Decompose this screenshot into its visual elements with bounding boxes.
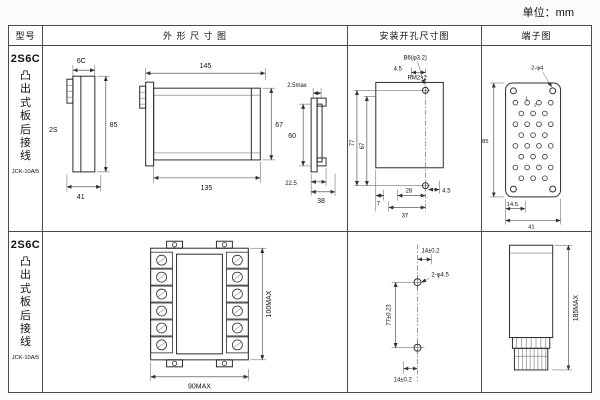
- dim-front-base: 41: [77, 194, 85, 201]
- terminal-body-outline: [509, 244, 554, 339]
- corner-hole: [549, 87, 557, 95]
- terminal-cell-row1: 2-φ4 1 2 85: [482, 46, 591, 232]
- ear-hole: [171, 360, 178, 366]
- header-outline: 外 形 尺 寸 图: [43, 26, 348, 46]
- dim-rear-height: 60: [288, 133, 296, 140]
- side-flange: [145, 81, 155, 167]
- dim-b2: 37: [402, 213, 409, 219]
- rear-rail: [316, 103, 323, 163]
- rear-plate: [310, 97, 318, 173]
- outline-drawing-row2: 100MAX 90MAX: [150, 240, 273, 391]
- relay-body-outline: [150, 247, 249, 361]
- dim-b1: 28: [406, 189, 413, 195]
- install-drawing-row1: 4.5 B6(φ3.2) RM2×2 77 67 7 28: [350, 56, 451, 220]
- front-body-outline: [72, 75, 96, 173]
- terminal-num-1: 1: [525, 96, 528, 102]
- mount-plate-outline: [375, 81, 444, 169]
- model-code: JCK-10A/5: [11, 354, 40, 361]
- dim-rear-gap: 2.5max: [287, 83, 307, 89]
- dim-t1: 14±0.2: [421, 248, 439, 254]
- relay-inner-window: [176, 253, 223, 355]
- dim-side-bottom: 135: [201, 185, 213, 192]
- hole-spec-label: 2-φ4.5: [431, 272, 449, 278]
- dim-rear-b1: 22.5: [285, 181, 297, 187]
- side-view: 145 135 67: [139, 63, 283, 192]
- install-cell-row2: 14±0.2 2-φ4.5 77±0.23 14±0.2: [348, 232, 482, 392]
- dim-terminal-b1: 14.5: [507, 202, 519, 208]
- ear-hole: [221, 360, 227, 366]
- side-body-outline: [153, 87, 261, 161]
- model-name: 2S6C: [10, 239, 41, 251]
- front-view: 6C 2S 85 41: [49, 58, 118, 201]
- screw-terminals-right: [225, 251, 249, 354]
- install-drawing-row2: 14±0.2 2-φ4.5 77±0.23 14±0.2: [387, 244, 449, 383]
- ear-hole: [171, 242, 178, 248]
- dim-height-max: 100MAX: [266, 290, 273, 317]
- dim-front-height: 85: [110, 122, 118, 129]
- terminal-drawing-row2: 185MAX: [509, 244, 580, 371]
- front-teeth: [66, 78, 74, 104]
- outline-cell-row2: 100MAX 90MAX: [43, 232, 348, 392]
- screw-terminals-left: [150, 251, 173, 354]
- dim-rear-b2: 38: [317, 198, 325, 205]
- dim-side-top: 145: [200, 63, 212, 70]
- dim-terminal-b2: 41: [528, 224, 535, 230]
- hole-spec-label: B6(φ3.2): [404, 56, 427, 62]
- terminal-cell-row2: 185MAX: [482, 232, 591, 392]
- dim-v1: 77±0.23: [387, 304, 393, 326]
- terminal-num-2: 2: [534, 103, 537, 109]
- dim-v2: 67: [360, 143, 366, 150]
- dim-height-max: 185MAX: [573, 294, 580, 321]
- corner-hole: [509, 87, 517, 95]
- dim-b0: 7: [377, 201, 380, 207]
- outline-cell-row1: 6C 2S 85 41: [43, 46, 348, 232]
- model-cell-row1: 2S6C 凸出式板后接线 JCK-10A/5: [9, 46, 43, 232]
- model-name: 2S6C: [10, 53, 41, 65]
- terminal-hole-spec: 2-φ4: [531, 65, 544, 71]
- dim-front-side: 2S: [49, 127, 58, 134]
- dim-offset: 4.5: [394, 67, 403, 73]
- dim-terminal-height: 85: [482, 139, 489, 145]
- dim-side-height: 67: [275, 122, 283, 129]
- header-install: 安装开孔尺寸图: [348, 26, 482, 46]
- model-code: JCK-10A/5: [11, 168, 40, 175]
- header-terminal: 端子图: [482, 26, 591, 46]
- relay-front-view: 100MAX 90MAX: [150, 240, 273, 391]
- dim-v1: 77: [350, 140, 356, 147]
- terminal-side-view: 185MAX: [509, 244, 580, 371]
- terminal-pin-grid: [512, 99, 554, 182]
- model-mount-type: 凸出式板后接线: [20, 70, 31, 163]
- thread-spec-label: RM2×2: [408, 75, 427, 81]
- header-model: 型号: [9, 26, 43, 46]
- corner-hole: [549, 185, 557, 193]
- dim-front-width: 6C: [77, 58, 86, 65]
- unit-label: 单位：mm: [522, 7, 574, 19]
- dim-width-max: 90MAX: [188, 384, 211, 391]
- rear-view: 2.5max 60 22.5: [285, 83, 336, 205]
- ear-hole: [221, 242, 227, 248]
- model-cell-row2: 2S6C 凸出式板后接线 JCK-10A/5: [9, 232, 43, 392]
- side-teeth: [139, 85, 147, 109]
- install-cell-row1: 4.5 B6(φ3.2) RM2×2 77 67 7 28: [348, 46, 482, 232]
- model-mount-type: 凸出式板后接线: [20, 256, 31, 349]
- corner-hole: [509, 185, 517, 193]
- terminal-drawing-row1: 2-φ4 1 2 85: [482, 65, 562, 230]
- terminal-block-outline: [505, 82, 562, 198]
- dim-b1: 14±0.2: [394, 377, 412, 383]
- dim-r1: 4.5: [442, 189, 451, 195]
- dimension-table: 型号 外 形 尺 寸 图 安装开孔尺寸图 端子图 2S6C 凸出式板后接线 JC…: [8, 25, 592, 393]
- outline-drawing-row1: 6C 2S 85 41: [49, 58, 336, 205]
- terminal-comb: [513, 347, 549, 371]
